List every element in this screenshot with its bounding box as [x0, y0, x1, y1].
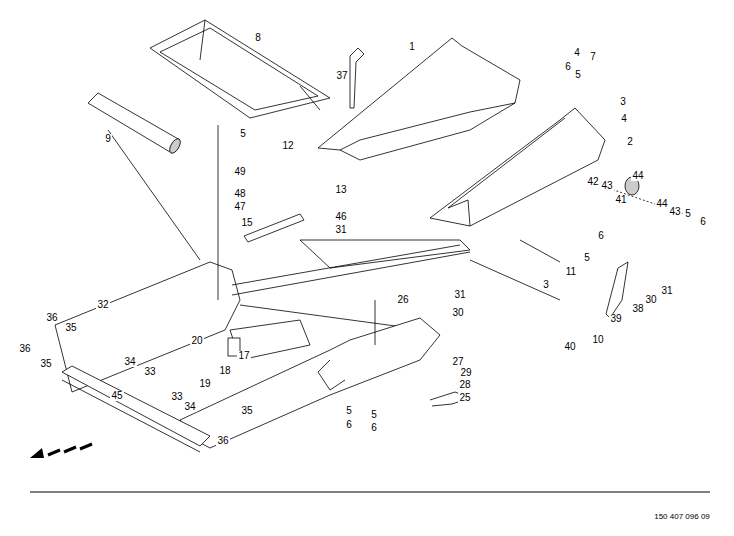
callout-number: 48	[233, 189, 246, 199]
callout-number: 15	[240, 218, 253, 228]
callout-number: 20	[190, 336, 203, 346]
callout-number: 46	[334, 212, 347, 222]
callout-number: 3	[619, 97, 627, 107]
callout-number: 30	[644, 295, 657, 305]
callout-number: 35	[64, 323, 77, 333]
callout-number: 4	[573, 48, 581, 58]
callout-number: 6	[699, 217, 707, 227]
callout-number: 31	[453, 290, 466, 300]
callout-number: 45	[110, 391, 123, 401]
callout-number: 29	[459, 368, 472, 378]
callout-number: 32	[96, 300, 109, 310]
callout-number: 5	[345, 406, 353, 416]
drawing-number: 150 407 096 09	[653, 513, 711, 521]
callout-number: 36	[216, 436, 229, 446]
callout-number: 6	[597, 231, 605, 241]
callout-number: 3	[542, 280, 550, 290]
callout-number: 44	[631, 171, 644, 181]
callout-number: 27	[451, 357, 464, 367]
callout-number: 5	[684, 209, 692, 219]
callout-number: 9	[104, 134, 112, 144]
callout-number: 10	[591, 335, 604, 345]
callout-number: 1	[408, 42, 416, 52]
callout-number: 7	[589, 52, 597, 62]
callout-number: 40	[563, 342, 576, 352]
callout-number: 19	[198, 379, 211, 389]
callout-number: 36	[45, 313, 58, 323]
callout-number: 4	[620, 114, 628, 124]
callout-number: 44	[655, 199, 668, 209]
callout-number: 11	[565, 267, 577, 277]
callout-number: 5	[239, 129, 247, 139]
callout-number: 34	[183, 402, 196, 412]
callout-number: 42	[586, 177, 599, 187]
callout-number: 41	[614, 195, 627, 205]
callout-number: 6	[370, 423, 378, 433]
callout-number: 43	[668, 207, 681, 217]
callout-number: 25	[458, 393, 471, 403]
callout-number: 33	[170, 392, 183, 402]
callout-number: 30	[451, 308, 464, 318]
callout-number: 18	[218, 366, 231, 376]
callout-number: 47	[233, 202, 246, 212]
callout-number: 31	[660, 286, 673, 296]
callout-number: 31	[334, 225, 347, 235]
callout-number: 35	[240, 406, 253, 416]
callout-number: 2	[626, 137, 634, 147]
callout-number: 38	[631, 304, 644, 314]
callout-number: 5	[370, 410, 378, 420]
callout-number: 37	[335, 71, 348, 81]
callout-number: 12	[281, 141, 294, 151]
callout-number: 33	[143, 367, 156, 377]
callout-number: 17	[237, 351, 250, 361]
callout-number: 6	[564, 62, 572, 72]
callout-number: 8	[254, 33, 262, 43]
callout-number: 35	[39, 359, 52, 369]
callout-number: 34	[123, 357, 136, 367]
callout-number: 5	[574, 70, 582, 80]
callout-number: 5	[583, 253, 591, 263]
callout-number: 36	[18, 344, 31, 354]
callout-number: 39	[609, 314, 622, 324]
callout-number: 6	[345, 420, 353, 430]
callout-number: 13	[334, 185, 347, 195]
callout-number: 43	[600, 181, 613, 191]
callout-number: 49	[233, 167, 246, 177]
callout-number: 28	[458, 380, 471, 390]
callout-number: 26	[396, 295, 409, 305]
